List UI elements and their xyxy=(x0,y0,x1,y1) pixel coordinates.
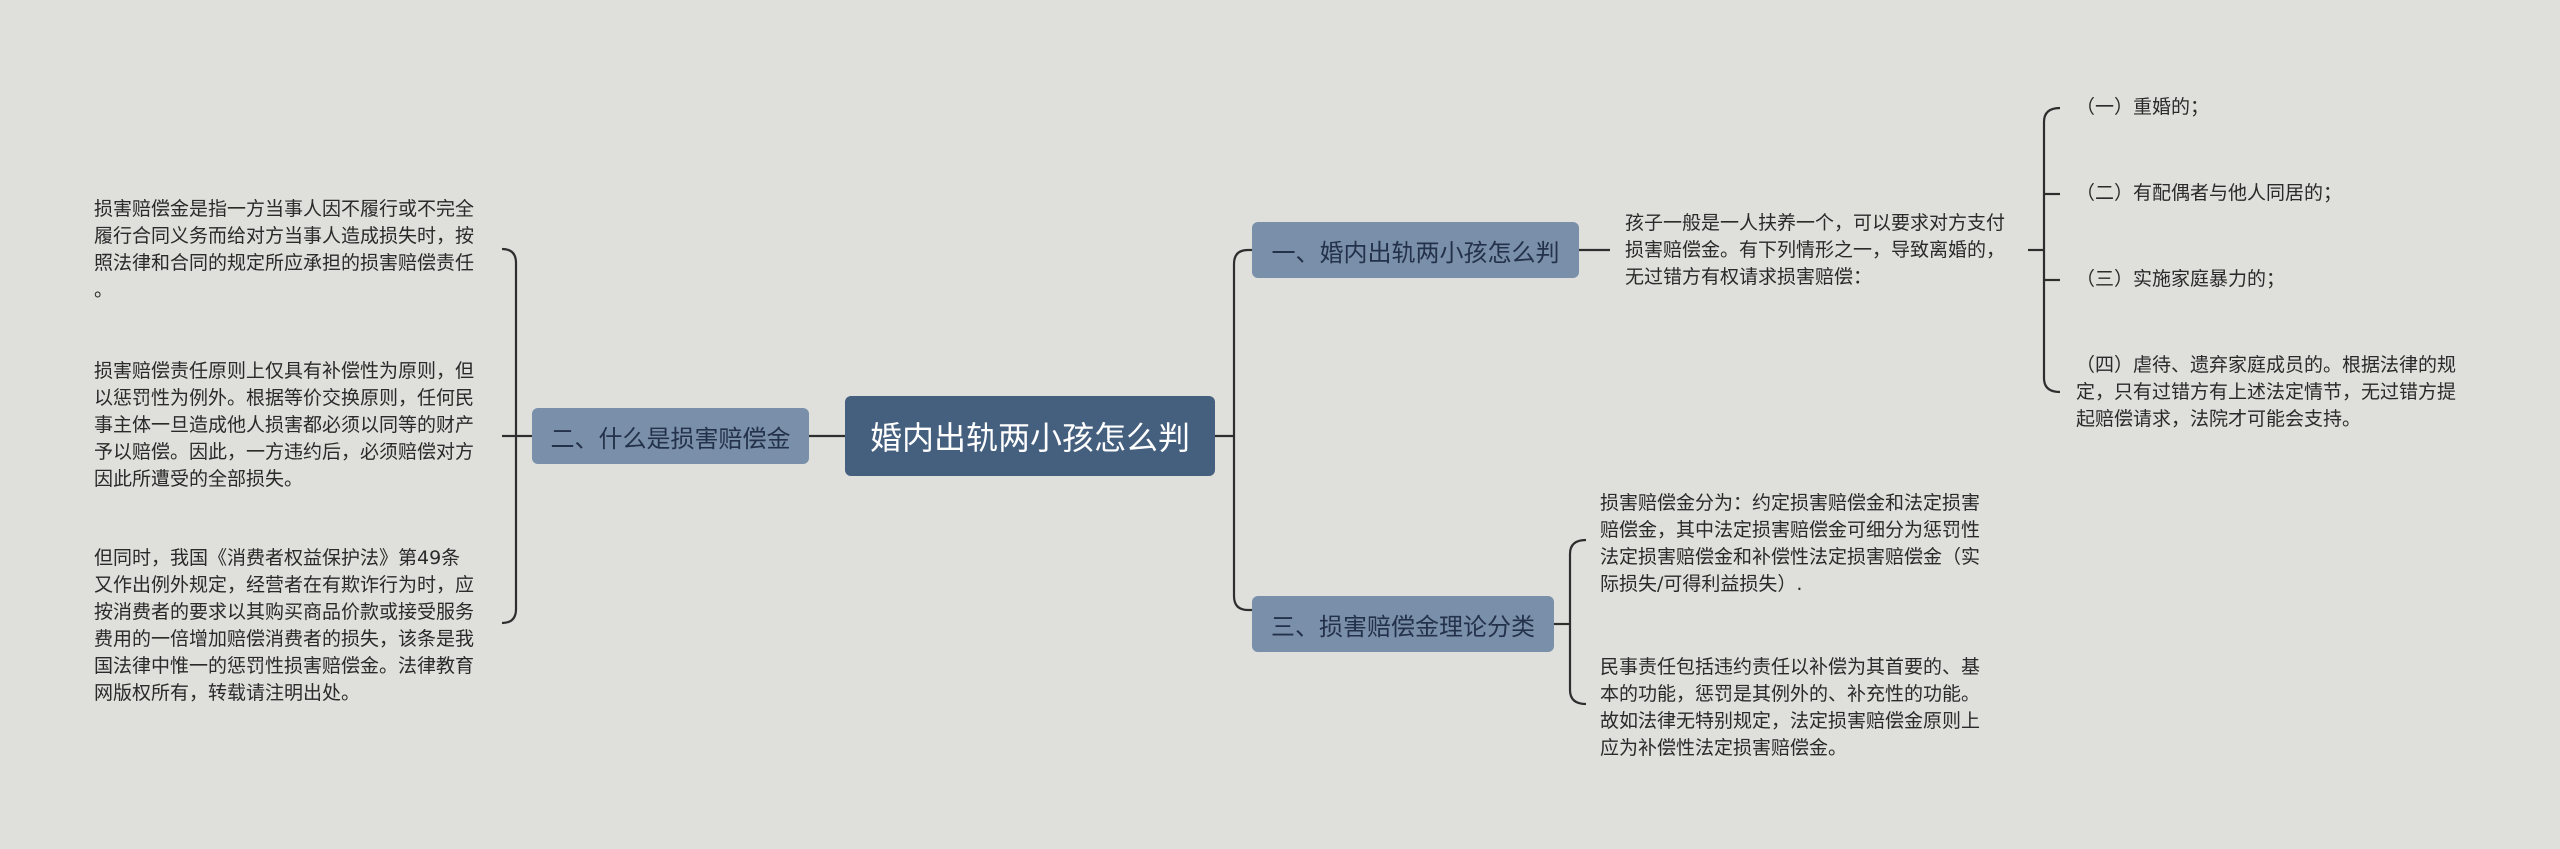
leaf-item-bigamy: （一）重婚的； xyxy=(2076,96,2210,118)
leaf-item-abuse: （四）虐待、遗弃家庭成员的。根据法律的规 定，只有过错方有上述法定情节，无过错方… xyxy=(2076,354,2457,430)
branch-how-to-judge[interactable]: 一、婚内出轨两小孩怎么判 xyxy=(1252,222,1579,278)
leaf-consumer-law-exception: 但同时，我国《消费者权益保护法》第49条 又作出例外规定，经营者在有欺诈行为时，… xyxy=(94,547,475,704)
leaf-damages-types: 损害赔偿金分为：约定损害赔偿金和法定损害 赔偿金，其中法定损害赔偿金可细分为惩罚… xyxy=(1600,492,1981,595)
leaf-custody-intro: 孩子一般是一人扶养一个，可以要求对方支付 损害赔偿金。有下列情形之一，导致离婚的… xyxy=(1625,212,2006,288)
root-topic[interactable]: 婚内出轨两小孩怎么判 xyxy=(845,396,1215,476)
branch-what-is-damages[interactable]: 二、什么是损害赔偿金 xyxy=(532,408,809,464)
leaf-civil-liability-function: 民事责任包括违约责任以补偿为其首要的、基 本的功能，惩罚是其例外的、补充性的功能… xyxy=(1600,656,1981,759)
leaf-damages-definition: 损害赔偿金是指一方当事人因不履行或不完全 履行合同义务而给对方当事人造成损失时，… xyxy=(94,198,475,301)
branch-damages-classification[interactable]: 三、损害赔偿金理论分类 xyxy=(1252,596,1554,652)
leaf-item-cohabitation: （二）有配偶者与他人同居的； xyxy=(2076,182,2343,204)
leaf-compensation-principle: 损害赔偿责任原则上仅具有补偿性为原则，但 以惩罚性为例外。根据等价交换原则，任何… xyxy=(94,360,475,490)
leaf-item-domestic-violence: （三）实施家庭暴力的； xyxy=(2076,268,2286,290)
